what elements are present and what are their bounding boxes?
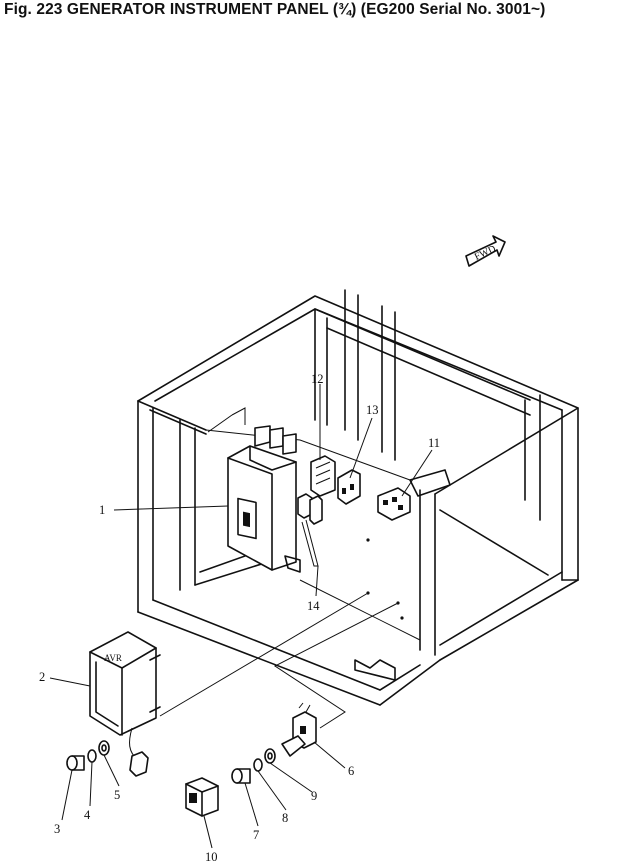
leader-lines (49, 384, 433, 849)
bolt-7 (231, 768, 251, 784)
fuse-14 (297, 493, 323, 567)
washer-5 (98, 740, 110, 756)
part-number-11: 11 (428, 436, 440, 450)
part-number-14: 14 (307, 599, 320, 613)
panel-frame (137, 289, 579, 706)
terminal-block-11 (377, 487, 411, 521)
avr-label: AVR (104, 653, 122, 663)
part-number-labels: 1 2 3 4 5 6 7 8 9 10 11 12 13 14 (39, 372, 440, 863)
part-number-1: 1 (99, 503, 105, 517)
part-number-4: 4 (84, 808, 91, 822)
part-number-3: 3 (54, 822, 60, 836)
figure-title: Fig. 223 GENERATOR INSTRUMENT PANEL (¾) … (4, 1, 546, 18)
avr-unit: AVR (89, 631, 161, 777)
fwd-label: FWD (473, 244, 498, 263)
washer-4 (87, 749, 97, 763)
bolt-3 (66, 755, 85, 771)
relay-13 (337, 469, 361, 505)
breaker-box (227, 425, 301, 573)
part-number-8: 8 (282, 811, 288, 825)
part-number-9: 9 (311, 789, 317, 803)
part-number-7: 7 (253, 828, 259, 842)
washer-9 (264, 748, 276, 764)
part-number-12: 12 (311, 372, 324, 386)
relay-12 (310, 455, 336, 497)
part-number-2: 2 (39, 670, 45, 684)
switch-6 (281, 702, 317, 757)
part-number-6: 6 (348, 764, 354, 778)
part-number-5: 5 (114, 788, 120, 802)
washer-8 (253, 758, 263, 772)
part-number-13: 13 (366, 403, 379, 417)
fwd-arrow-icon: FWD (465, 235, 506, 267)
part-number-10: 10 (205, 850, 218, 863)
relay-10 (185, 777, 219, 817)
